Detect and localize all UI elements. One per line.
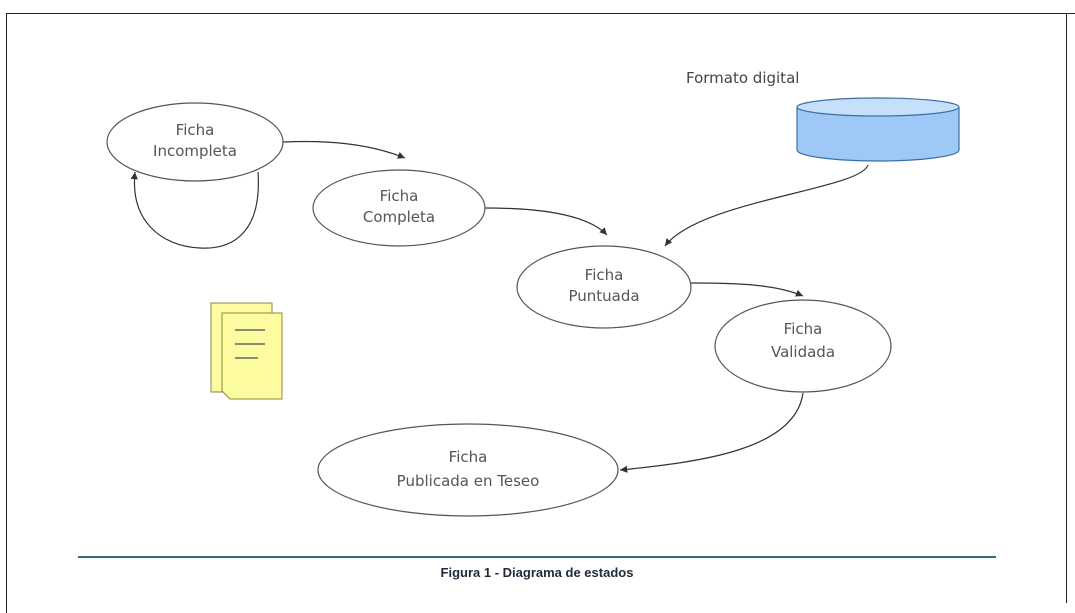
- state-line1: Ficha: [784, 320, 823, 338]
- edge-completa-puntuada: [484, 207, 608, 236]
- state-line1: Ficha: [449, 448, 488, 466]
- state-line2: Validada: [771, 343, 835, 361]
- state-ficha-completa: Ficha Completa: [312, 169, 486, 247]
- state-line1: Ficha: [176, 121, 215, 139]
- state-line1: Ficha: [380, 187, 419, 205]
- edge-incompleta-completa: [282, 140, 406, 159]
- figure-frame: [6, 13, 1075, 613]
- documents-icon: [210, 302, 283, 400]
- edge-database-puntuada: [664, 164, 869, 247]
- database-label: Formato digital: [686, 69, 799, 87]
- state-ficha-puntuada: Ficha Puntuada: [516, 245, 692, 329]
- figure-frame-right-border: [1066, 13, 1067, 603]
- state-ficha-publicada: Ficha Publicada en Teseo: [317, 423, 619, 517]
- state-line1: Ficha: [585, 266, 624, 284]
- state-ficha-incompleta: Ficha Incompleta: [106, 102, 284, 182]
- self-loop-incompleta: [130, 171, 259, 249]
- edge-validada-publicada: [619, 392, 804, 473]
- state-line2: Completa: [363, 208, 435, 226]
- database-icon: [796, 97, 960, 162]
- state-ficha-validada: Ficha Validada: [714, 299, 892, 393]
- edge-puntuada-validada: [689, 282, 804, 297]
- figure-caption: Figura 1 - Diagrama de estados: [440, 565, 634, 580]
- state-line2: Incompleta: [153, 142, 237, 160]
- state-line2: Publicada en Teseo: [397, 472, 540, 490]
- state-line2: Puntuada: [568, 287, 639, 305]
- caption-rule: [78, 556, 996, 558]
